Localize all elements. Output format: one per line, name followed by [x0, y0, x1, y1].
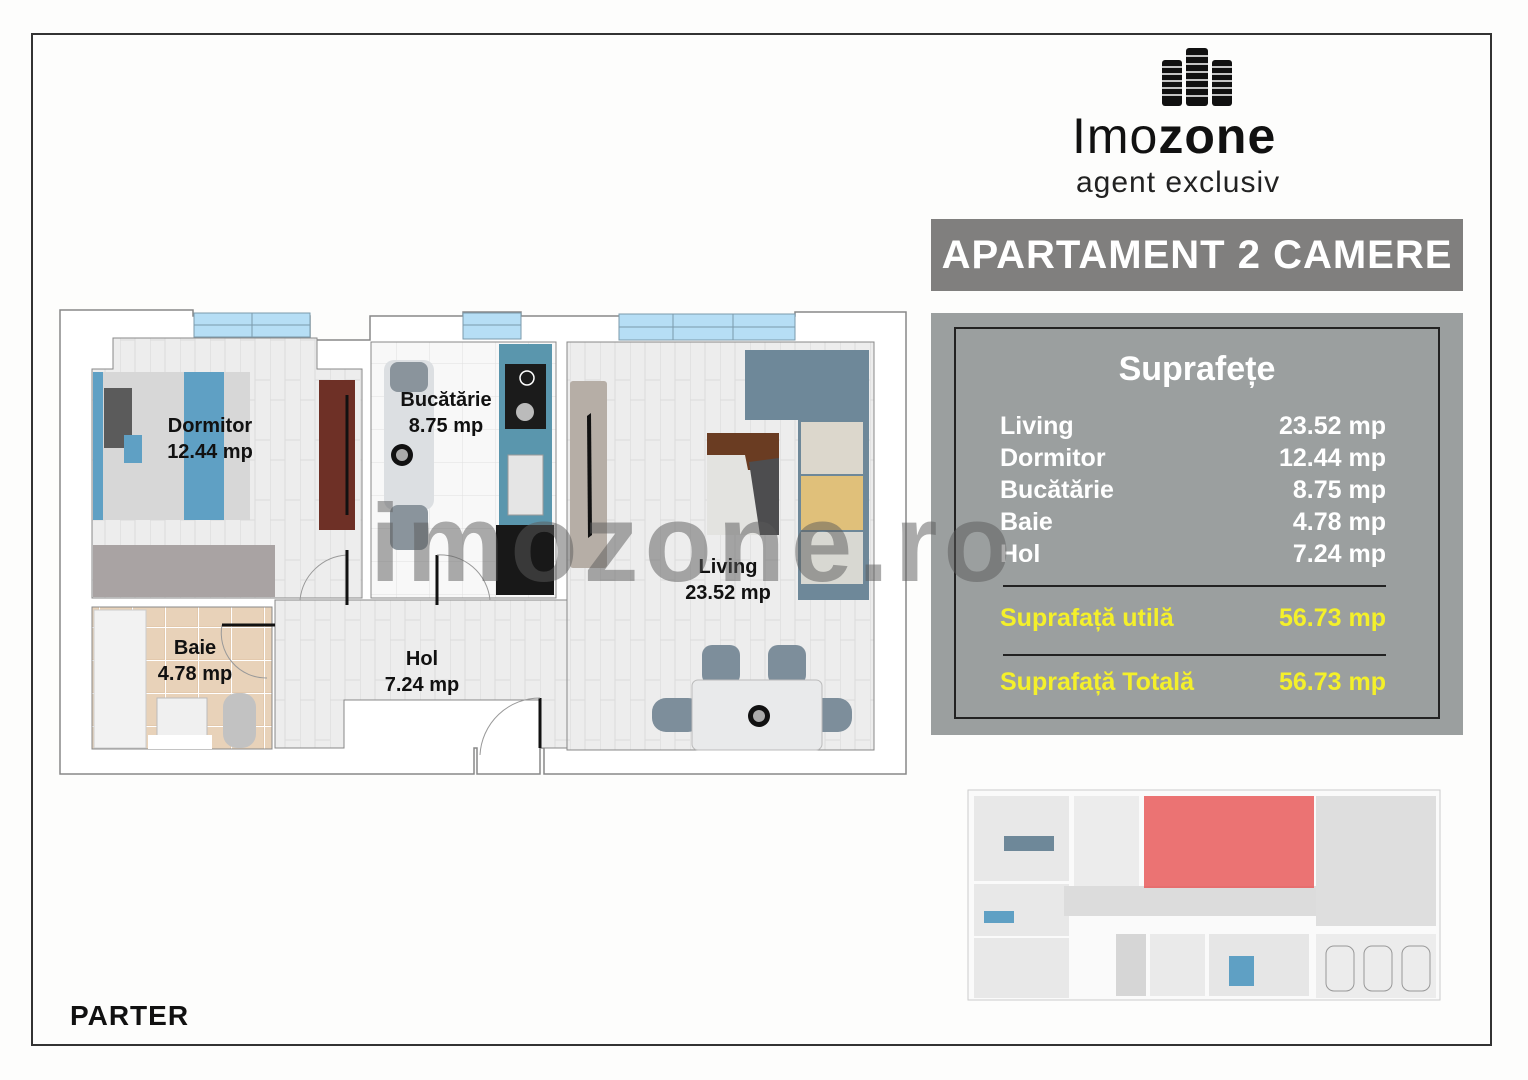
area-name: Suprafață utilă — [1000, 604, 1174, 632]
brand-tagline: agent exclusiv — [1076, 166, 1281, 199]
area-value: 7.24 mp — [1292, 540, 1386, 568]
area-name: Dormitor — [1000, 444, 1106, 472]
watermark: imozone.ro — [370, 482, 1017, 605]
area-name: Suprafață Totală — [1000, 668, 1195, 696]
room-name: Baie — [173, 637, 217, 659]
brand-logo: Imozone — [1072, 108, 1322, 164]
room-area: 7.24 mp — [384, 674, 460, 696]
area-value: 8.75 mp — [1292, 476, 1386, 504]
room-area: 4.78 mp — [157, 663, 233, 685]
area-row-bucatarie: Bucătărie 8.75 mp — [1000, 476, 1386, 508]
divider — [1003, 585, 1386, 587]
area-value: 4.78 mp — [1292, 508, 1386, 536]
area-value: 23.52 mp — [1278, 412, 1386, 440]
room-area: 8.75 mp — [408, 415, 484, 437]
listing-title: APARTAMENT 2 CAMERE — [931, 219, 1463, 291]
room-label-hol: Hol 7.24 mp — [352, 646, 492, 698]
area-value: 56.73 mp — [1278, 668, 1386, 696]
area-row-living: Living 23.52 mp — [1000, 412, 1386, 444]
area-name: Bucătărie — [1000, 476, 1114, 504]
divider — [1003, 654, 1386, 656]
areas-panel-border — [954, 327, 1440, 719]
area-name: Living — [1000, 412, 1074, 440]
building-key-plan — [967, 789, 1441, 1001]
brand-name-bold: zone — [1158, 108, 1277, 164]
buildings-logo-icon — [1162, 48, 1232, 106]
page-frame — [31, 33, 1492, 1046]
room-label-living: Living 23.52 mp — [658, 554, 798, 606]
floor-label: PARTER — [70, 1000, 190, 1031]
area-row-hol: Hol 7.24 mp — [1000, 540, 1386, 572]
room-name: Hol — [405, 648, 439, 670]
room-label-baie: Baie 4.78 mp — [125, 635, 265, 687]
area-name: Baie — [1000, 508, 1053, 536]
room-label-dormitor: Dormitor 12.44 mp — [140, 413, 280, 465]
brand-name-thin: Imo — [1072, 108, 1159, 164]
area-name: Hol — [1000, 540, 1041, 568]
room-name: Living — [698, 556, 758, 578]
area-row-baie: Baie 4.78 mp — [1000, 508, 1386, 540]
area-row-useful: Suprafață utilă 56.73 mp — [1000, 604, 1386, 636]
area-value: 56.73 mp — [1278, 604, 1386, 632]
area-row-total: Suprafață Totală 56.73 mp — [1000, 668, 1386, 700]
room-area: 23.52 mp — [685, 582, 771, 604]
room-name: Dormitor — [167, 415, 253, 437]
room-label-bucatarie: Bucătărie 8.75 mp — [376, 387, 516, 439]
area-value: 12.44 mp — [1278, 444, 1386, 472]
area-row-dormitor: Dormitor 12.44 mp — [1000, 444, 1386, 476]
room-area: 12.44 mp — [167, 441, 253, 463]
room-name: Bucătărie — [400, 389, 492, 411]
floor-plan — [59, 309, 907, 775]
areas-panel — [931, 313, 1463, 735]
areas-title: Suprafețe — [1118, 350, 1276, 388]
